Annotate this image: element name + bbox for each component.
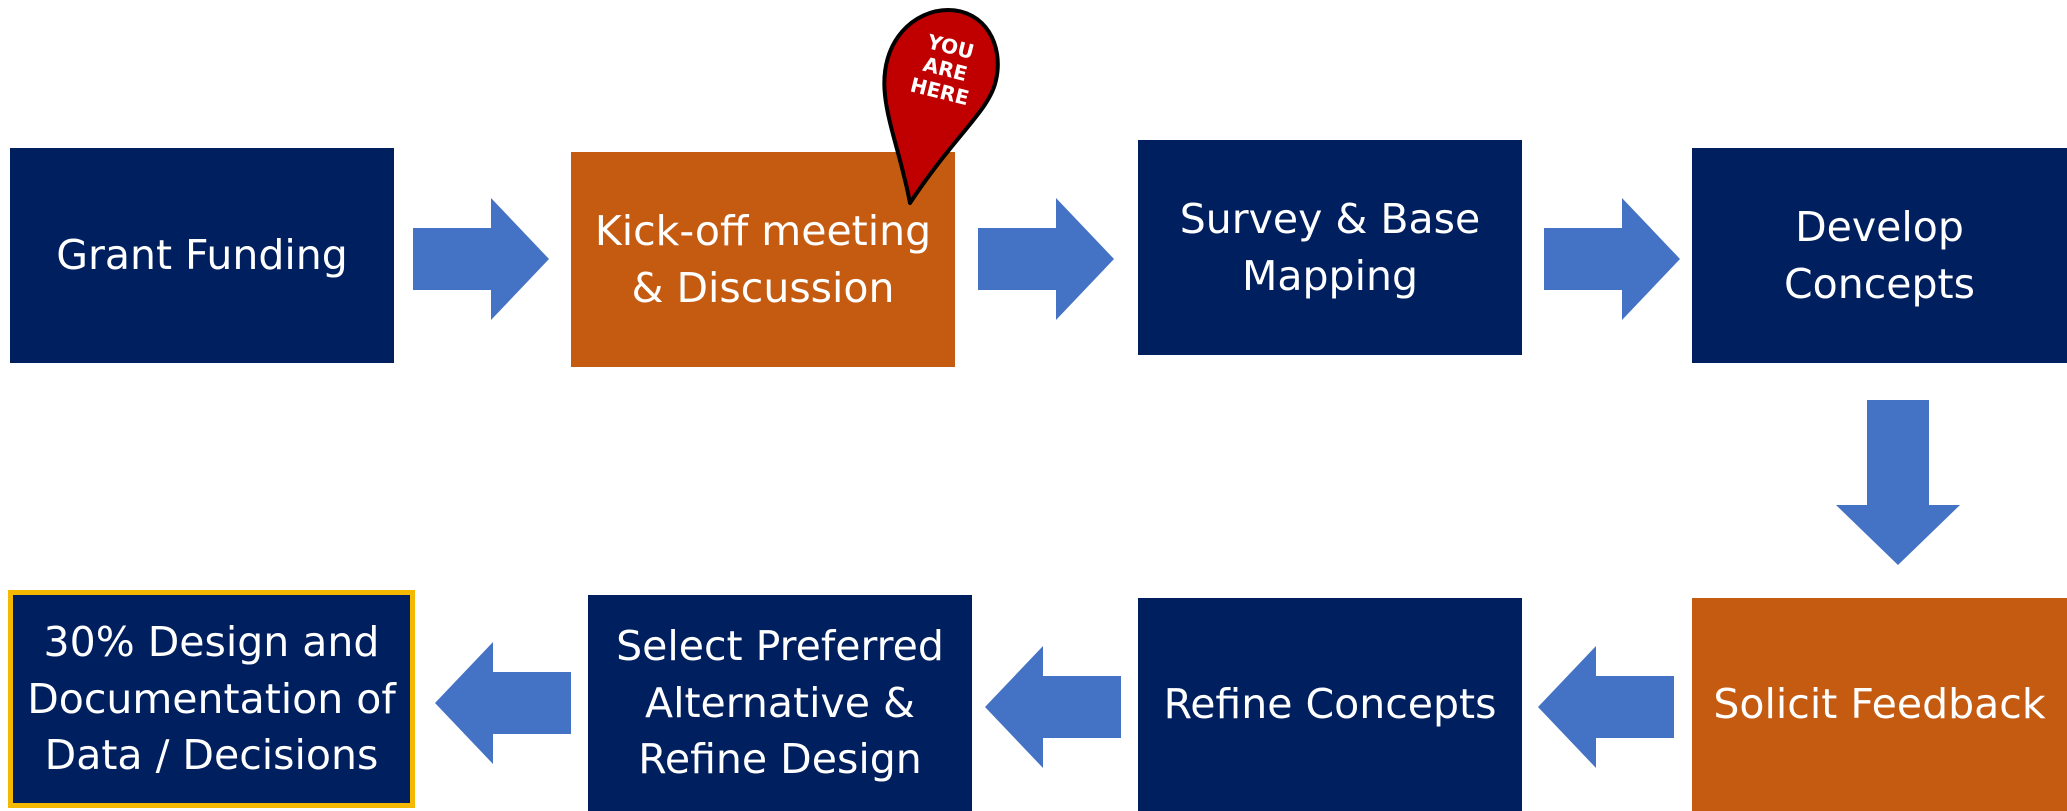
step-label: Develop Concepts <box>1784 202 1975 308</box>
step-survey-base-mapping: Survey & Base Mapping <box>1138 140 1522 355</box>
step-refine-concepts: Refine Concepts <box>1138 598 1522 811</box>
step-kickoff-meeting: Kick-off meeting & Discussion <box>571 152 955 367</box>
step-label: 30% Design and Documentation of Data / D… <box>27 618 396 780</box>
arrow-right-icon <box>978 198 1114 320</box>
step-label: Kick-off meeting & Discussion <box>594 206 932 312</box>
arrow-right-icon <box>413 198 549 320</box>
arrow-left-icon <box>435 642 571 764</box>
map-pin-icon: YOU ARE HERE <box>882 8 1000 205</box>
step-label: Grant Funding <box>56 231 348 280</box>
step-label: Refine Concepts <box>1163 680 1497 729</box>
step-solicit-feedback: Solicit Feedback <box>1692 598 2067 811</box>
step-grant-funding: Grant Funding <box>10 148 394 363</box>
step-30-percent-design: 30% Design and Documentation of Data / D… <box>8 590 415 808</box>
step-label: Survey & Base Mapping <box>1179 194 1481 300</box>
arrow-right-icon <box>1544 198 1680 320</box>
step-label: Solicit Feedback <box>1713 680 2046 729</box>
arrow-down-icon <box>1836 400 1960 565</box>
step-develop-concepts: Develop Concepts <box>1692 148 2067 363</box>
step-select-preferred-alternative: Select Preferred Alternative & Refine De… <box>588 595 972 811</box>
arrow-left-icon <box>985 646 1121 768</box>
step-label: Select Preferred Alternative & Refine De… <box>616 622 944 784</box>
arrow-left-icon <box>1538 646 1674 768</box>
